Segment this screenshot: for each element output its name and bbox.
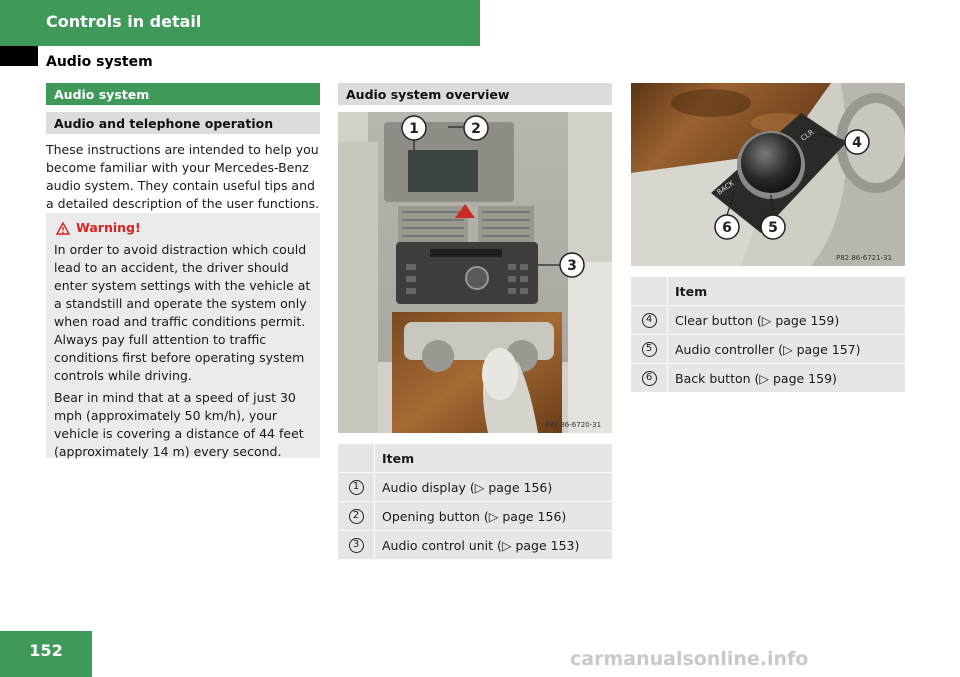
item-number-6: 6: [641, 370, 657, 386]
svg-text:4: 4: [852, 135, 862, 151]
callout-2: 2: [463, 115, 489, 141]
callout-6: 6: [714, 214, 740, 240]
warning-heading: Warning!: [56, 219, 312, 237]
table-row: 3 Audio control unit (▷ page 153): [338, 531, 612, 559]
heading-audio-system: Audio system: [46, 83, 320, 105]
item-text-audio-controller: Audio controller (▷ page 157): [667, 335, 905, 363]
item-text-audio-display: Audio display (▷ page 156): [374, 473, 612, 501]
table-row: 1 Audio display (▷ page 156): [338, 473, 612, 501]
item-number-2: 2: [348, 508, 364, 524]
audio-system-photo: P82.86-6720-31 1 2 3: [338, 112, 612, 433]
photo-code: P82.86-6720-31: [545, 421, 601, 429]
warning-box: Warning! In order to avoid distraction w…: [46, 213, 320, 459]
subsection-title: Audio system: [46, 54, 153, 70]
item-text-clear-button: Clear button (▷ page 159): [667, 306, 905, 334]
header-bar: [0, 0, 480, 46]
table-header-row: Item: [338, 444, 612, 472]
table-header-row: Item: [631, 277, 905, 305]
table-row: 5 Audio controller (▷ page 157): [631, 335, 905, 363]
svg-text:1: 1: [409, 121, 419, 137]
callout-5: 5: [760, 214, 786, 240]
warning-title: Warning!: [76, 220, 141, 235]
callout-3: 3: [559, 252, 585, 278]
svg-text:6: 6: [722, 220, 732, 236]
item-number-4: 4: [641, 312, 657, 328]
item-text-audio-control-unit: Audio control unit (▷ page 153): [374, 531, 612, 559]
heading-audio-system-overview: Audio system overview: [338, 83, 612, 105]
table-row: 6 Back button (▷ page 159): [631, 364, 905, 392]
overview-table: Item 1 Audio display (▷ page 156) 2 Open…: [338, 444, 612, 560]
table-header-item: Item: [374, 444, 612, 472]
callout-1: 1: [401, 115, 427, 141]
item-text-opening-button: Opening button (▷ page 156): [374, 502, 612, 530]
section-title: Controls in detail: [46, 12, 202, 31]
controller-table: Item 4 Clear button (▷ page 159) 5 Audio…: [631, 277, 905, 393]
svg-text:3: 3: [567, 258, 577, 274]
table-header-item: Item: [667, 277, 905, 305]
item-number-1: 1: [348, 479, 364, 495]
svg-text:5: 5: [768, 220, 778, 236]
table-row: 2 Opening button (▷ page 156): [338, 502, 612, 530]
item-number-3: 3: [348, 537, 364, 553]
item-text-back-button: Back button (▷ page 159): [667, 364, 905, 392]
callout-4: 4: [844, 129, 870, 155]
watermark[interactable]: carmanualsonline.info: [570, 648, 809, 670]
warning-paragraph-1: In order to avoid distraction which coul…: [54, 242, 311, 383]
table-row: 4 Clear button (▷ page 159): [631, 306, 905, 334]
item-number-5: 5: [641, 341, 657, 357]
page-number: 152: [0, 631, 92, 677]
photo-code-right: P82.86-6721-31: [836, 254, 892, 262]
heading-audio-telephone-operation: Audio and telephone operation: [46, 112, 320, 134]
warning-paragraph-2: Bear in mind that at a speed of just 30 …: [54, 390, 304, 459]
warning-triangle-icon: [56, 221, 70, 235]
controller-photo: BACK CLR P82.86-6721-31 4 5 6: [631, 83, 905, 266]
svg-text:2: 2: [471, 121, 481, 137]
header-tab-marker: [0, 46, 38, 66]
intro-paragraph: These instructions are intended to help …: [46, 142, 320, 211]
